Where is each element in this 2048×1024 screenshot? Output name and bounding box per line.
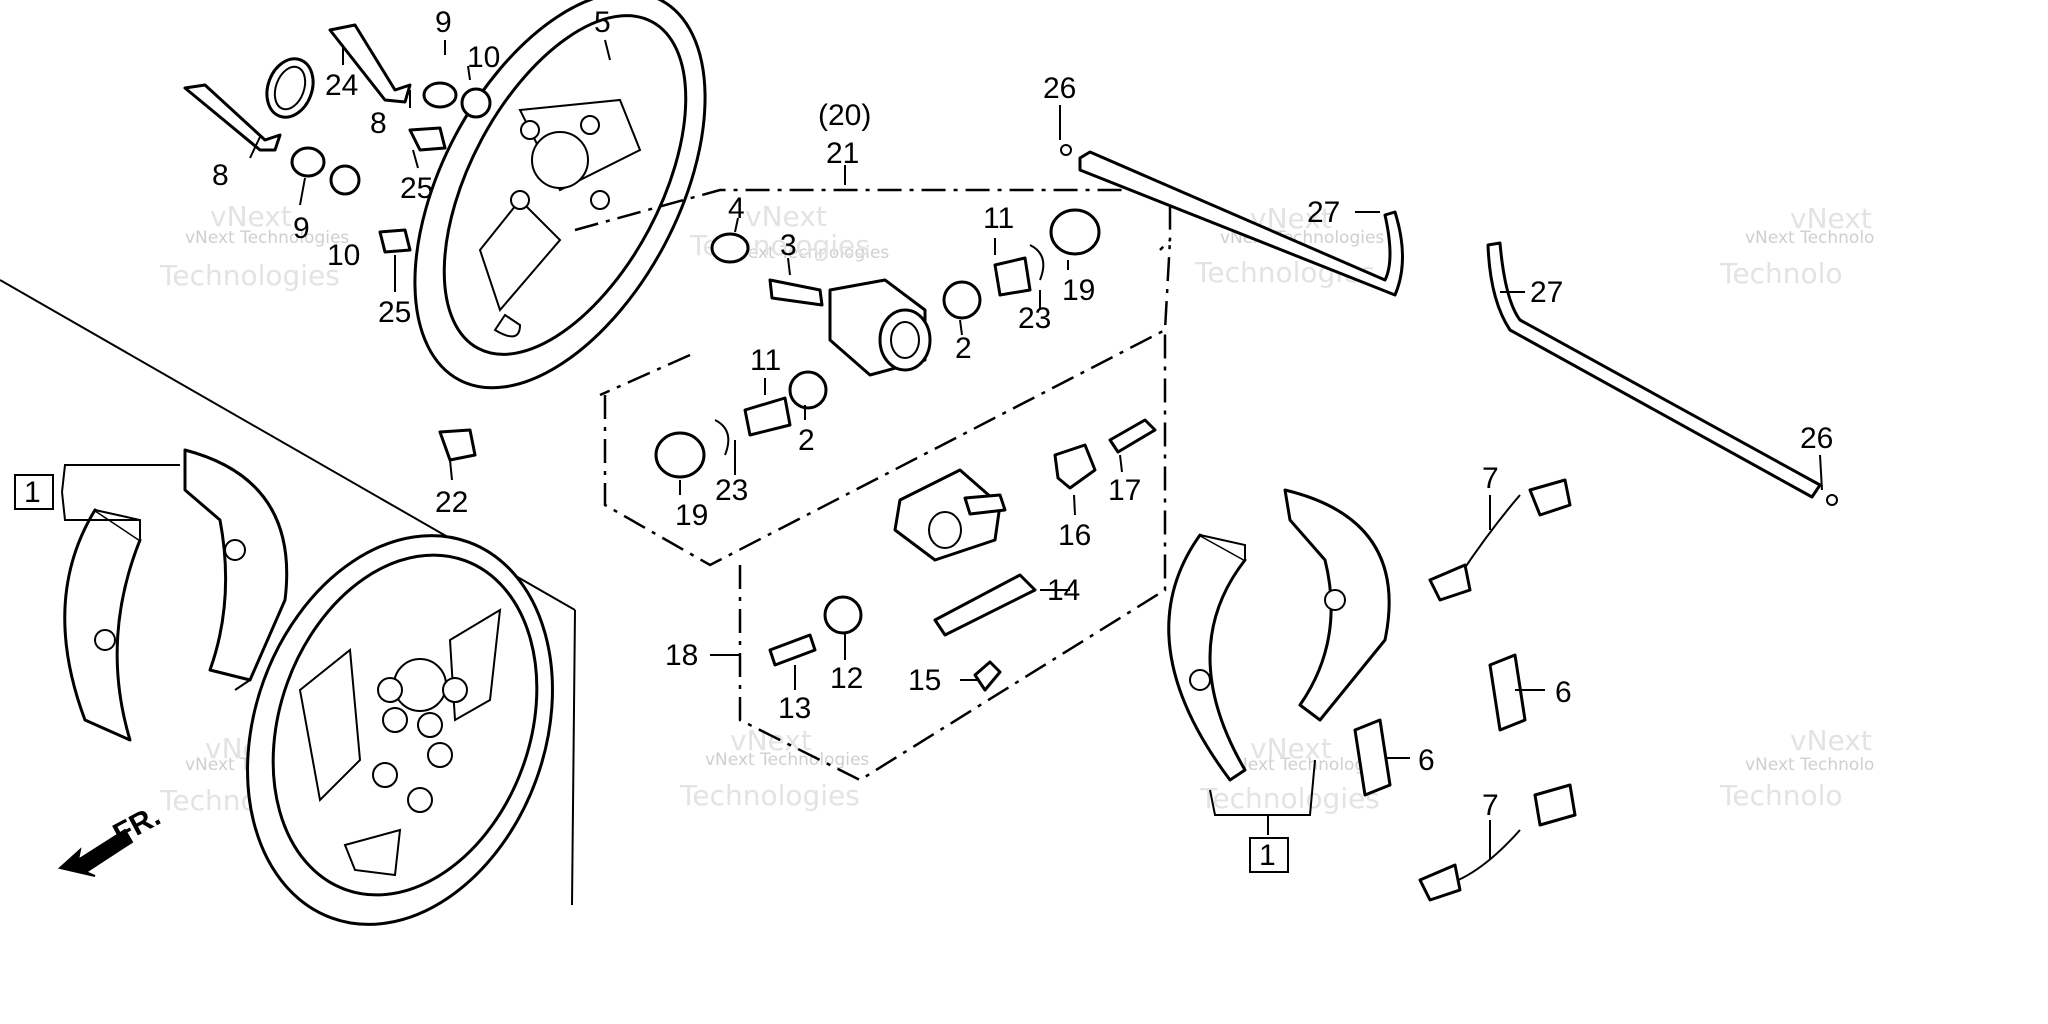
callout-19: 19 [1062, 274, 1095, 307]
hose-parts [1060, 144, 1838, 506]
front-direction-arrow: FR. [57, 799, 166, 877]
callout-9: 9 [293, 212, 310, 245]
watermark-text: vNext Technolo [1745, 228, 1874, 248]
wheel-cylinder-frame [574, 188, 1172, 782]
callout-24: 24 [325, 69, 358, 102]
callout-15: 15 [908, 664, 941, 697]
watermark-text: Technolo [1719, 779, 1843, 812]
callout-11: 11 [750, 344, 781, 377]
callout-23: 23 [715, 474, 748, 507]
callout-22: 22 [435, 486, 468, 519]
callout-17: 17 [1108, 474, 1141, 507]
callout-21: 21 [826, 137, 859, 170]
spring-clip-parts [1353, 478, 1577, 902]
watermark-text: vNext [730, 724, 812, 757]
watermark-text: vNext [1790, 724, 1872, 757]
callout-2: 2 [798, 424, 815, 457]
callout-7: 7 [1482, 462, 1499, 495]
callout-labels: 1 1 2 2 3 4 5 6 6 7 7 8 8 9 9 10 10 11 1… [24, 6, 1833, 872]
watermark-text: vNext [1790, 202, 1872, 235]
callout-26: 26 [1800, 422, 1833, 455]
callout-12: 12 [830, 662, 863, 695]
callout-6: 6 [1418, 744, 1435, 777]
brake-panel-part [413, 0, 707, 390]
watermark-text: Technologies [159, 259, 340, 292]
callout-18: 18 [665, 639, 698, 672]
callout-27: 27 [1530, 276, 1563, 309]
watermark-text: vNext Technologies [1225, 755, 1389, 775]
callout-14: 14 [1047, 574, 1080, 607]
callout-9: 9 [435, 6, 452, 39]
callout-2: 2 [955, 332, 972, 365]
watermark-text: Technologies [679, 779, 860, 812]
hardware-parts [183, 23, 492, 462]
callout-25: 25 [400, 172, 433, 205]
callout-3: 3 [780, 229, 797, 262]
callout-8: 8 [370, 107, 387, 140]
callout-6: 6 [1555, 676, 1572, 709]
callout-4: 4 [728, 192, 745, 225]
callout-26: 26 [1043, 72, 1076, 105]
callout-8: 8 [212, 159, 229, 192]
callout-1: 1 [24, 476, 41, 509]
watermark-text: Technolo [1719, 257, 1843, 290]
callout-1: 1 [1259, 839, 1276, 872]
brake-shoe-left-part [63, 448, 289, 742]
callout-11: 11 [983, 202, 1014, 235]
watermark-text: vNext Technologies [185, 228, 349, 248]
wheel-cylinder-parts [654, 208, 1157, 692]
watermark-text: vNext [210, 200, 292, 233]
watermark-text: vNext Technologies [725, 243, 889, 263]
callout-box-1 [1249, 837, 1289, 873]
callout-25: 25 [378, 296, 411, 329]
watermark-text: vNext Technolo [1745, 755, 1874, 775]
callout-13: 13 [778, 692, 811, 725]
callout-7: 7 [1482, 789, 1499, 822]
callout-box-1 [14, 474, 54, 510]
leader-lines [61, 39, 1823, 860]
callout-16: 16 [1058, 519, 1091, 552]
drum-plate-part [246, 534, 554, 926]
watermark-text: vNext [745, 200, 827, 233]
callout-19: 19 [675, 499, 708, 532]
callout-10: 10 [327, 239, 360, 272]
watermark-text: vNext [1250, 732, 1332, 765]
callout-27: 27 [1307, 196, 1340, 229]
callout-10: 10 [467, 41, 500, 74]
callout-23: 23 [1018, 302, 1051, 335]
callout-20: (20) [818, 99, 871, 132]
watermark-text: Technologies [1199, 782, 1380, 815]
brake-shoe-right-part [1167, 488, 1391, 782]
callout-5: 5 [594, 6, 611, 39]
